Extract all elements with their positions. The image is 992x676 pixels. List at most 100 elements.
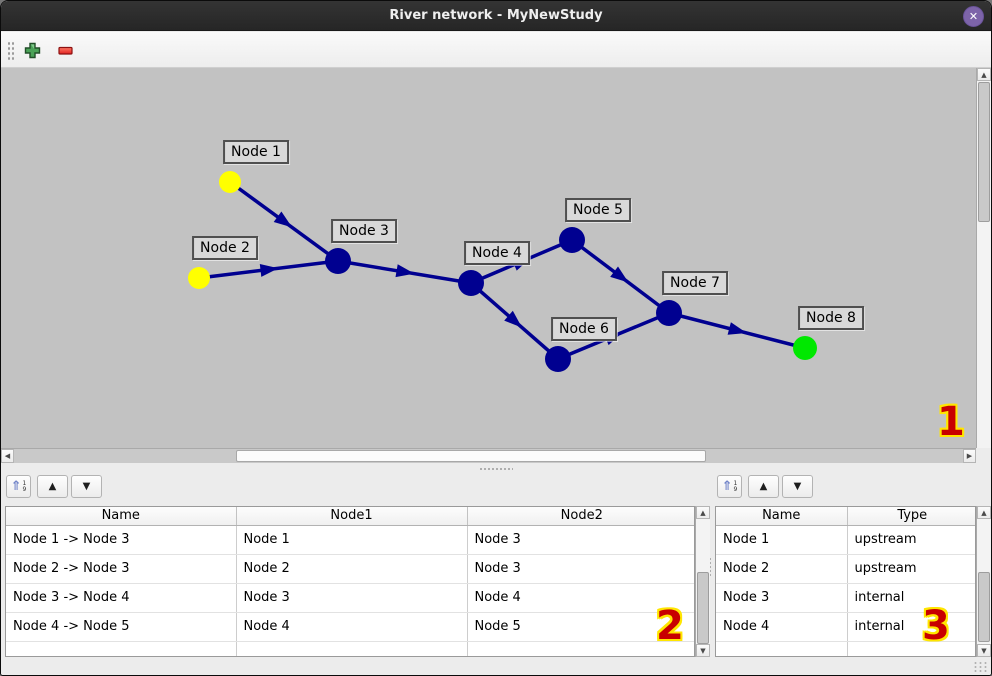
remove-node-button[interactable] <box>54 39 76 61</box>
table-cell[interactable]: upstream <box>847 525 975 555</box>
table-cell[interactable]: Node 2 <box>716 554 848 584</box>
node-label[interactable]: Node 1 <box>223 140 289 164</box>
graph-node[interactable] <box>188 267 210 289</box>
links-move-up-button[interactable]: ▲ <box>37 475 68 498</box>
node-label[interactable]: Node 8 <box>798 306 864 330</box>
table-cell[interactable]: Node 3 <box>467 525 694 555</box>
table-cell[interactable]: Node 4 <box>236 612 468 642</box>
node-label[interactable]: Node 6 <box>551 317 617 341</box>
table-cell[interactable]: Node 3 <box>467 554 694 584</box>
titlebar[interactable]: River network - MyNewStudy ✕ <box>1 1 991 31</box>
graph-node[interactable] <box>458 270 484 296</box>
graph-node[interactable] <box>793 336 817 360</box>
network-canvas[interactable]: Node 1 Node 2 Node 3 Node 4 Node 5 Node 6 Node… <box>1 68 976 448</box>
node-label[interactable]: Node 7 <box>662 271 728 295</box>
edge-arrow-icon <box>727 322 747 335</box>
table-cell[interactable]: Node 4 <box>716 612 848 642</box>
column-header[interactable]: Name <box>6 507 237 526</box>
scroll-left-icon[interactable]: ◀ <box>1 449 14 463</box>
links-vscroll-thumb[interactable] <box>697 572 709 644</box>
plus-icon <box>24 42 40 58</box>
scroll-right-icon[interactable]: ▶ <box>963 449 976 463</box>
down-arrow-icon: ▼ <box>793 480 802 492</box>
edge-arrow-icon <box>504 310 522 328</box>
graph-node[interactable] <box>559 227 585 253</box>
table-cell[interactable]: Node 3 <box>236 583 468 613</box>
close-button[interactable]: ✕ <box>963 6 984 27</box>
table-cell[interactable]: Node 1 -> Node 3 <box>6 525 237 555</box>
canvas-hscroll-thumb[interactable] <box>236 450 706 462</box>
table-row[interactable] <box>716 641 975 656</box>
add-node-button[interactable] <box>21 39 43 61</box>
horizontal-splitter-handle[interactable] <box>479 467 513 471</box>
graph-node[interactable] <box>219 171 241 193</box>
scroll-up-icon[interactable]: ▲ <box>696 506 710 519</box>
canvas-vscrollbar[interactable]: ▲ ▼ <box>976 68 991 463</box>
canvas-vscroll-thumb[interactable] <box>978 82 990 222</box>
close-icon: ✕ <box>968 10 979 23</box>
table-cell[interactable]: internal <box>847 612 975 642</box>
node-label[interactable]: Node 4 <box>464 241 530 265</box>
table-cell[interactable] <box>467 641 694 656</box>
nodes-move-up-button[interactable]: ▲ <box>748 475 779 498</box>
column-header[interactable]: Node2 <box>467 507 694 526</box>
node-label[interactable]: Node 2 <box>192 236 258 260</box>
table-cell[interactable]: internal <box>847 583 975 613</box>
graph-node[interactable] <box>325 248 351 274</box>
column-header[interactable]: Node1 <box>236 507 468 526</box>
table-cell[interactable] <box>716 641 848 656</box>
links-move-down-button[interactable]: ▼ <box>71 475 102 498</box>
graph-node[interactable] <box>545 346 571 372</box>
table-cell[interactable] <box>847 641 975 656</box>
table-cell[interactable]: Node 2 <box>236 554 468 584</box>
table-cell[interactable]: Node 4 -> Node 5 <box>6 612 237 642</box>
node-label[interactable]: Node 5 <box>565 198 631 222</box>
minus-icon <box>57 46 73 55</box>
scroll-down-icon[interactable]: ▼ <box>977 644 991 657</box>
nodes-move-down-button[interactable]: ▼ <box>782 475 813 498</box>
scroll-up-icon[interactable]: ▲ <box>977 506 991 519</box>
column-header[interactable]: Name <box>716 507 848 526</box>
toolbar-drag-handle[interactable] <box>7 41 15 60</box>
table-cell[interactable]: Node 2 -> Node 3 <box>6 554 237 584</box>
scroll-down-icon[interactable]: ▼ <box>696 644 710 657</box>
column-header[interactable]: Type <box>847 507 975 526</box>
scroll-up-icon[interactable]: ▲ <box>977 68 991 81</box>
table-cell[interactable]: Node 3 <box>716 583 848 613</box>
node-label[interactable]: Node 3 <box>331 219 397 243</box>
table-cell[interactable]: Node 3 -> Node 4 <box>6 583 237 613</box>
vertical-splitter-handle[interactable] <box>708 557 713 577</box>
resize-grip[interactable] <box>973 661 987 673</box>
links-table-vscrollbar[interactable]: ▲ ▼ <box>695 506 710 657</box>
table-cell[interactable]: upstream <box>847 554 975 584</box>
nodes-vscroll-thumb[interactable] <box>978 572 990 642</box>
table-cell[interactable]: Node 1 <box>236 525 468 555</box>
graph-node[interactable] <box>656 300 682 326</box>
table-cell[interactable] <box>6 641 237 656</box>
table-cell[interactable]: Node 1 <box>716 525 848 555</box>
canvas-hscrollbar[interactable]: ◀ ▶ <box>1 448 976 463</box>
table-cell[interactable]: Node 5 <box>467 612 694 642</box>
nodes-table-vscrollbar[interactable]: ▲ ▼ <box>976 506 991 657</box>
table-cell[interactable]: Node 4 <box>467 583 694 613</box>
down-arrow-icon: ▼ <box>82 480 91 492</box>
table-row[interactable] <box>6 641 694 656</box>
status-strip <box>1 658 991 675</box>
scrollbar-corner <box>976 448 991 463</box>
table-cell[interactable] <box>236 641 468 656</box>
